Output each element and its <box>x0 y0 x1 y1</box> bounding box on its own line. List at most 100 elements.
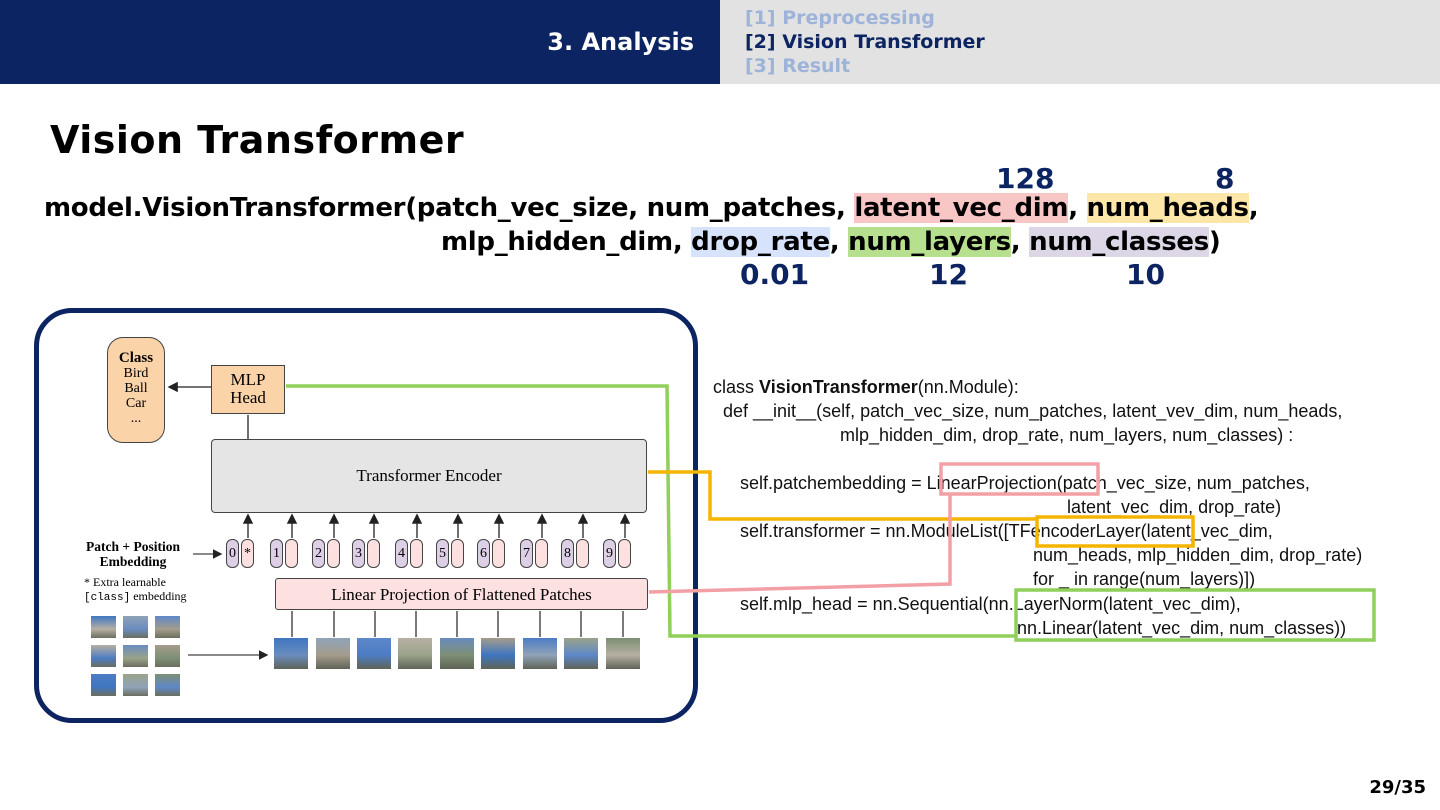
connector-yellow <box>648 470 1036 521</box>
image-patch-tile <box>155 645 180 667</box>
flattened-patch <box>481 638 515 669</box>
value-num-classes: 10 <box>1126 258 1165 291</box>
position-embedding: 1 <box>270 539 283 568</box>
flattened-patch <box>357 638 391 669</box>
class-item: Car <box>125 396 147 411</box>
patch-embedding <box>451 539 464 568</box>
connector-pink <box>648 494 952 594</box>
section-nav: [1] Preprocessing [2] Vision Transformer… <box>745 6 985 78</box>
signature-separator: , <box>1010 227 1030 257</box>
patch-embedding <box>535 539 548 568</box>
value-num-layers: 12 <box>929 258 968 291</box>
linear-projection-box: Linear Projection of Flattened Patches <box>275 578 648 610</box>
extra-note-line: * Extra learnable <box>84 575 166 589</box>
extra-note-mono: [class] <box>84 592 131 604</box>
patch-position-embedding-label: Patch + Position Embedding <box>78 539 188 569</box>
nav-item-vision-transformer[interactable]: [2] Vision Transformer <box>745 31 985 53</box>
class-item: Bird <box>123 366 149 381</box>
param-num-heads: num_heads <box>1086 193 1249 223</box>
param-latent-vec-dim: latent_vec_dim <box>854 193 1069 223</box>
slide-number: 29/35 <box>1369 777 1426 798</box>
mlp-head-box: MLP Head <box>211 365 285 414</box>
patch-embedding <box>327 539 340 568</box>
code-line-9: self.mlp_head = nn.Sequential(nn.LayerNo… <box>740 594 1241 614</box>
signature-line-2: mlp_hidden_dim, drop_rate, num_layers, n… <box>441 227 1221 257</box>
code-line-5: latent_vec_dim, drop_rate) <box>1067 497 1282 517</box>
extra-note-line: embedding <box>130 589 187 603</box>
signature-separator: , <box>829 227 849 257</box>
flattened-patch <box>398 638 432 669</box>
flattened-patch <box>523 638 557 669</box>
image-patch-tile <box>155 674 180 696</box>
position-embedding: 4 <box>395 539 408 568</box>
code-keyword: class <box>713 377 760 397</box>
section-title: 3. Analysis <box>547 28 694 56</box>
slide-title: Vision Transformer <box>50 118 465 162</box>
highlight-tfencoderlayer <box>1035 515 1195 548</box>
pp-label-line: Patch + Position <box>86 539 180 554</box>
token-arrows <box>242 513 631 637</box>
image-patch-tile <box>123 616 148 638</box>
image-patch-tile <box>91 616 116 638</box>
value-num-heads: 8 <box>1215 162 1235 195</box>
flattened-patch <box>316 638 350 669</box>
highlight-linearprojection <box>939 462 1100 496</box>
nav-item-result[interactable]: [3] Result <box>745 55 851 77</box>
nav-item-preprocessing[interactable]: [1] Preprocessing <box>745 7 935 29</box>
image-patch-tile <box>91 645 116 667</box>
image-patch-tile <box>123 674 148 696</box>
position-embedding: 5 <box>436 539 449 568</box>
extra-class-embedding-note: * Extra learnable [class] embedding <box>84 575 187 605</box>
flattened-patch <box>274 638 308 669</box>
header-nav-bar: [1] Preprocessing [2] Vision Transformer… <box>720 0 1440 84</box>
image-patch-tile <box>123 645 148 667</box>
flattened-patch <box>564 638 598 669</box>
flattened-patch <box>440 638 474 669</box>
transformer-encoder-box: Transformer Encoder <box>211 439 647 513</box>
header-section-bar: 3. Analysis <box>0 0 720 84</box>
signature-separator: ) <box>1208 227 1221 257</box>
param-drop-rate: drop_rate <box>691 227 830 257</box>
patch-embedding <box>285 539 298 568</box>
patch-embedding <box>618 539 631 568</box>
code-line-8: for _ in range(num_layers)]) <box>1033 569 1256 589</box>
patch-embedding <box>492 539 505 568</box>
value-drop-rate: 0.01 <box>740 258 810 291</box>
signature-separator: , <box>1248 193 1259 223</box>
position-embedding: 8 <box>561 539 574 568</box>
class-title: Class <box>118 350 154 366</box>
code-line-3: mlp_hidden_dim, drop_rate, num_layers, n… <box>840 425 1294 445</box>
patch-embedding <box>410 539 423 568</box>
code-line-1: class VisionTransformer(nn.Module): <box>713 377 1019 398</box>
class-item: ... <box>130 411 142 426</box>
code-line-10: nn.Linear(latent_vec_dim, num_classes)) <box>1017 618 1347 638</box>
code-line-7: num_heads, mlp_hidden_dim, drop_rate) <box>1033 545 1363 565</box>
signature-line-1: model.VisionTransformer(patch_vec_size, … <box>44 193 1259 223</box>
signature-mlp-hidden-dim: mlp_hidden_dim, <box>441 227 692 257</box>
position-embedding: 0 <box>226 539 239 568</box>
position-embedding: 3 <box>352 539 365 568</box>
code-class-name: VisionTransformer <box>759 377 918 397</box>
mlp-head-label: Head <box>230 388 266 407</box>
class-item: Ball <box>124 381 148 396</box>
code-line-4: self.patchembedding = LinearProjection(p… <box>740 473 1310 493</box>
signature-separator: , <box>1068 193 1087 223</box>
position-embedding: 2 <box>312 539 325 568</box>
signature-prefix: model.VisionTransformer(patch_vec_size, … <box>44 193 855 223</box>
connector-green <box>286 384 1016 638</box>
patch-embedding <box>576 539 589 568</box>
code-line-6: self.transformer = nn.ModuleList([TFenco… <box>740 521 1273 541</box>
code-base-class: (nn.Module): <box>917 377 1019 397</box>
flattened-patch <box>606 638 640 669</box>
position-embedding: 7 <box>520 539 533 568</box>
position-embedding: 9 <box>603 539 616 568</box>
position-embedding: 6 <box>477 539 490 568</box>
pp-label-line: Embedding <box>99 554 167 569</box>
patch-embedding <box>367 539 380 568</box>
code-line-2: def __init__(self, patch_vec_size, num_p… <box>723 401 1343 421</box>
class-output-box: Class Bird Ball Car ... <box>107 337 165 443</box>
highlight-mlp-head-code <box>1014 588 1376 642</box>
param-num-layers: num_layers <box>848 227 1011 257</box>
patch-embedding: * <box>241 539 254 568</box>
